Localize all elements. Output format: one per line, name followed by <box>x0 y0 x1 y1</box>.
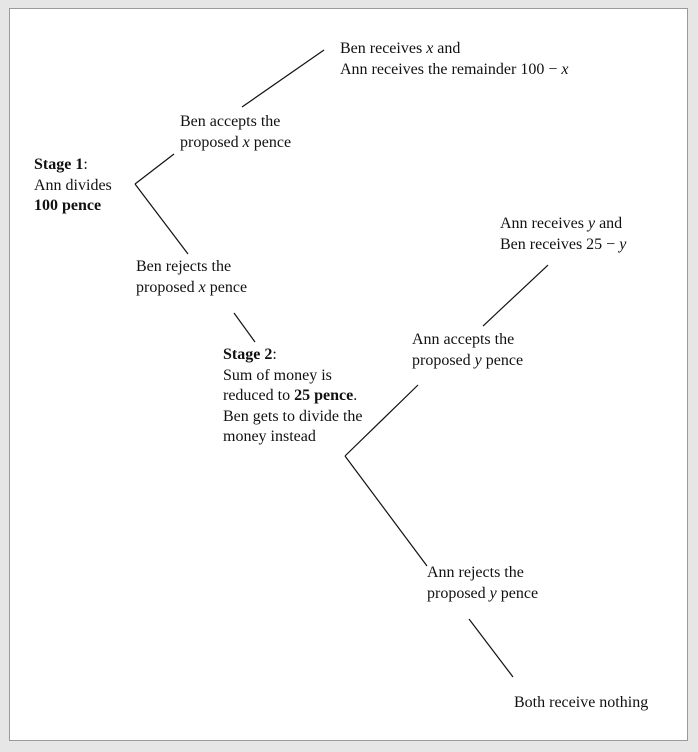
ben-accepts-outcome: Ben receives x and Ann receives the rema… <box>340 40 569 78</box>
stage1-title: Stage 1 <box>34 156 84 173</box>
stage2-title: Stage 2 <box>223 346 273 363</box>
stage1-amount: 100 pence <box>34 197 102 214</box>
ann-accepts-outcome: Ann receives y and Ben receives 25 − y <box>500 215 627 253</box>
stage2-node: Stage 2: Sum of money is reduced to 25 p… <box>223 346 363 445</box>
stage1-text: Ann divides <box>34 176 112 194</box>
ann-accepts-node: Ann accepts the proposed y pence <box>412 331 524 369</box>
stage2-amount: 25 pence <box>294 387 354 404</box>
stage1-node: Stage 1: Ann divides 100 pence <box>34 156 112 214</box>
ann-rejects-node: Ann rejects the proposed y pence <box>427 564 539 602</box>
ben-rejects-node: Ben rejects the proposed x pence <box>136 258 248 296</box>
ann-rejects-outcome: Both receive nothing <box>514 694 649 711</box>
diagram-frame <box>9 8 688 741</box>
ben-accepts-node: Ben accepts the proposed x pence <box>180 113 292 151</box>
